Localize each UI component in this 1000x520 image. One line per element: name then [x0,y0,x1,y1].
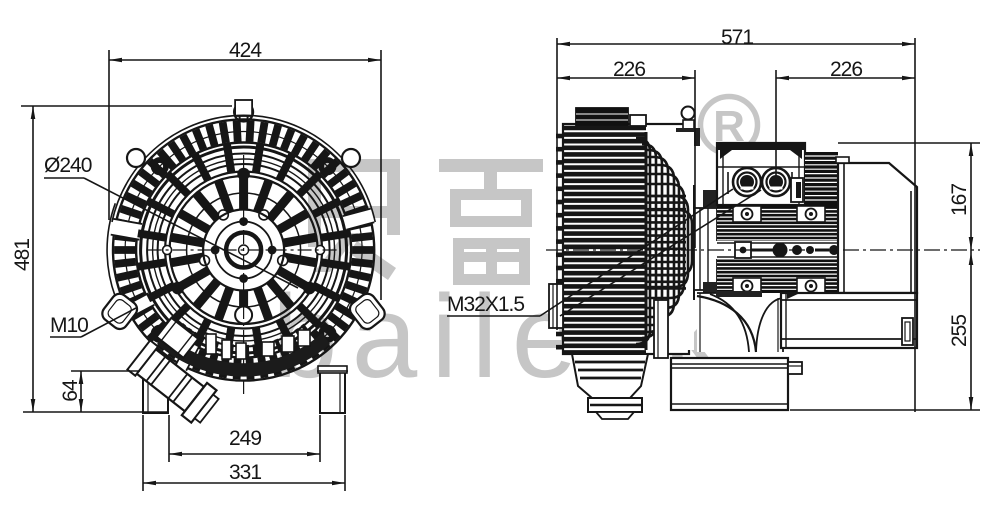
svg-text:Ø240: Ø240 [44,154,92,177]
svg-text:424: 424 [229,39,262,62]
svg-text:226: 226 [830,58,862,81]
svg-text:255: 255 [948,315,971,347]
svg-text:331: 331 [229,461,261,484]
svg-text:M32X1.5: M32X1.5 [447,293,524,316]
svg-text:226: 226 [613,58,645,81]
svg-text:M10: M10 [50,314,88,337]
svg-text:64: 64 [59,379,82,402]
svg-text:571: 571 [721,26,753,49]
svg-text:481: 481 [11,239,34,271]
svg-text:249: 249 [229,427,261,450]
svg-text:167: 167 [948,184,971,216]
